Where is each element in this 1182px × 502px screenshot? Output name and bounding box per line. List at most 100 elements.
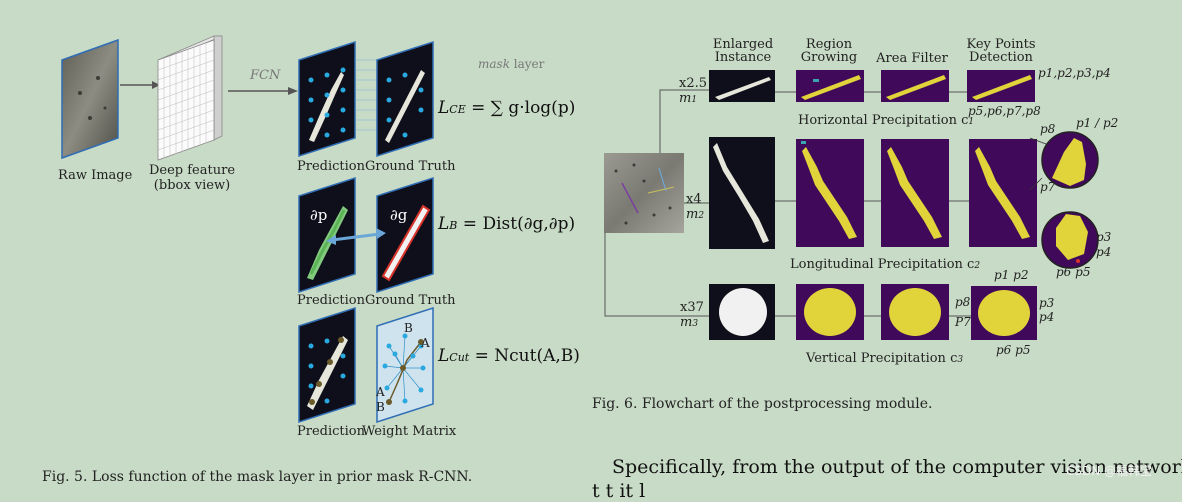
- row1-kp-top: p1,p2,p3,p4: [1038, 66, 1111, 80]
- fcn-label: FCN: [250, 68, 281, 83]
- node-a-top: A: [421, 336, 430, 350]
- row2-m-sub: 2: [698, 211, 705, 221]
- ce-ground-truth-panel: [376, 40, 434, 158]
- deep-feature-label: Deep feature (bbox view): [149, 163, 235, 193]
- row1-kp-bottom: p5,p6,p7,p8: [968, 104, 1041, 118]
- ce-prediction-panel: [298, 40, 356, 158]
- col-enlarged-line1: Enlarged: [712, 37, 774, 52]
- mask-layer-label: mask layer: [478, 57, 544, 71]
- source-image: [604, 153, 684, 233]
- ce-prediction-label: Prediction: [297, 159, 365, 174]
- arrow-raw-to-feature: [120, 81, 160, 89]
- b-ground-truth-panel: [376, 176, 434, 294]
- row2-mask-symbol: m2: [686, 207, 704, 224]
- row1-scale-value: x2.5: [679, 76, 708, 91]
- col-region-growing: Region Growing: [801, 38, 857, 64]
- row2-scale-value: x4: [686, 192, 702, 207]
- col-area-filter: Area Filter: [876, 51, 948, 66]
- row1-m: m: [679, 91, 692, 106]
- fig6-caption: Fig. 6. Flowchart of the postprocessing …: [592, 396, 933, 412]
- deep-feature-block: [157, 35, 223, 161]
- row3-panels: [709, 284, 1037, 340]
- eq-cut-sub: Cut: [449, 351, 470, 364]
- row2-zoom-circles: [1029, 131, 1099, 269]
- row3-name-sub: 3: [957, 355, 964, 365]
- cut-weight-matrix-panel: [376, 306, 434, 424]
- row1-panels: [709, 70, 1035, 102]
- row1-scale: x2.5 m1: [679, 76, 707, 108]
- row2-name: Longitudinal Precipitation c2: [790, 257, 980, 272]
- mask-layer-word: mask: [478, 57, 510, 71]
- row2-kp-p3: p3: [1096, 230, 1112, 244]
- row3-m-sub: 3: [692, 319, 699, 329]
- row2-scale: x4 m2: [686, 192, 704, 224]
- b-prediction-panel: [298, 176, 356, 294]
- row2-name-sub: 2: [974, 261, 981, 271]
- eq-ce-lhs: L: [438, 98, 450, 118]
- row2-kp-p6p5: p6 p5: [1056, 265, 1091, 279]
- row2-panels: [709, 137, 1037, 249]
- row1-name-sub: 1: [968, 117, 975, 127]
- row3-kp-p8: p8: [955, 295, 971, 309]
- row1-m-sub: 1: [691, 95, 698, 105]
- node-b-bottom: B: [376, 400, 385, 414]
- node-a-bottom: A: [376, 385, 385, 399]
- row3-kp-p1p2: p1 p2: [994, 268, 1029, 282]
- arrow-fcn: [228, 87, 298, 95]
- row3-scale-value: x37: [680, 300, 704, 315]
- row1-mask-symbol: m1: [679, 91, 707, 108]
- deep-feature-label-line2: (bbox view): [153, 178, 231, 193]
- eq-ce-rhs: = ∑ g·log(p): [465, 98, 576, 118]
- body-text-line2: t t it l: [592, 480, 646, 502]
- row2-kp-p4: p4: [1096, 245, 1112, 259]
- fig5-caption: Fig. 5. Loss function of the mask layer …: [42, 469, 473, 485]
- row3-kp-p4: p4: [1039, 310, 1055, 324]
- cut-prediction-panel: [298, 306, 356, 424]
- branch-lines: [604, 89, 710, 317]
- eq-ncut: LCut = Ncut(A,B): [438, 346, 580, 366]
- row3-m: m: [680, 315, 693, 330]
- col-key-points: Key Points Detection: [966, 38, 1035, 64]
- row2-kp-p7: p7: [1040, 180, 1056, 194]
- eq-boundary: LB = Dist(∂g,∂p): [438, 214, 575, 234]
- body-text-line1: Specifically, from the output of the com…: [612, 456, 1182, 478]
- col-region-line1: Region: [805, 37, 853, 52]
- b-ground-truth-label: Ground Truth: [365, 293, 456, 308]
- eq-cross-entropy: LCE = ∑ g·log(p): [438, 98, 575, 118]
- eq-cut-lhs: L: [438, 346, 450, 366]
- row3-scale: x37 m3: [680, 300, 704, 332]
- row1-name-text: Horizontal Precipitation c: [798, 113, 969, 128]
- cut-weight-matrix-label: Weight Matrix: [362, 424, 457, 439]
- row2-kp-p8: p8: [1040, 122, 1056, 136]
- deep-feature-label-line1: Deep feature: [148, 163, 236, 178]
- row3-kp-p3: p3: [1039, 296, 1055, 310]
- col-enlarged-instance: Enlarged Instance: [713, 38, 773, 64]
- eq-b-sub: B: [449, 219, 458, 232]
- ce-ground-truth-label: Ground Truth: [365, 159, 456, 174]
- eq-ce-sub: CE: [449, 103, 466, 116]
- row3-kp-p7: P7: [955, 315, 971, 329]
- col-keypoints-line2: Detection: [969, 50, 1033, 65]
- row1-name: Horizontal Precipitation c1: [798, 113, 974, 128]
- row3-name: Vertical Precipitation c3: [806, 351, 963, 366]
- b-double-arrow: [326, 228, 386, 245]
- eq-b-lhs: L: [438, 214, 450, 234]
- row3-name-text: Vertical Precipitation c: [806, 351, 958, 366]
- row2-name-text: Longitudinal Precipitation c: [790, 257, 975, 272]
- row2-kp-p1p2: p1 / p2: [1076, 116, 1119, 130]
- node-b-top: B: [404, 321, 413, 335]
- eq-b-rhs: = Dist(∂g,∂p): [457, 214, 576, 234]
- col-enlarged-line2: Instance: [714, 50, 772, 65]
- row2-m: m: [686, 207, 699, 222]
- mask-layer-rest: layer: [509, 57, 545, 71]
- col-keypoints-line1: Key Points: [966, 37, 1036, 52]
- dp-label: ∂p: [310, 206, 328, 224]
- raw-image-panel: [61, 38, 119, 160]
- col-region-line2: Growing: [800, 50, 858, 65]
- eq-cut-rhs: = Ncut(A,B): [469, 346, 580, 366]
- dg-label: ∂g: [390, 206, 408, 224]
- raw-image-label: Raw Image: [58, 168, 133, 183]
- csdn-watermark: CSDN @福韩宝: [1066, 464, 1153, 478]
- row3-kp-p6p5: p6 p5: [996, 343, 1031, 357]
- b-prediction-label: Prediction: [297, 293, 365, 308]
